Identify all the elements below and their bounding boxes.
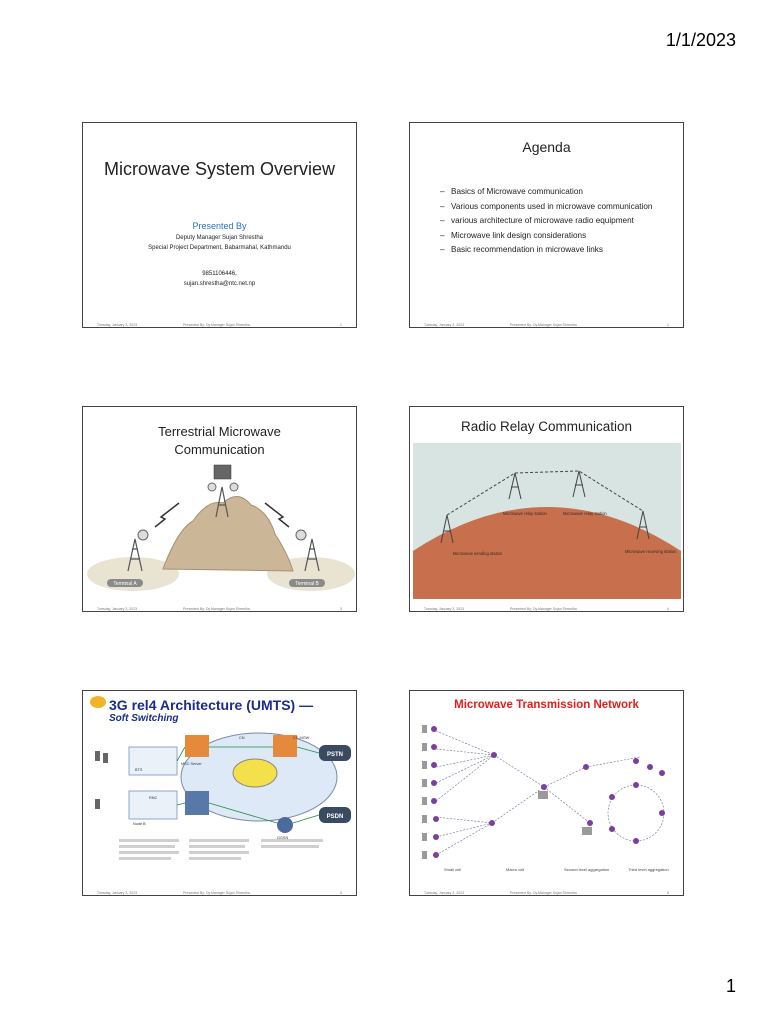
presenter-phone: 9851106446, (202, 271, 237, 277)
footer-presenter: Presented By: Dy.Manager Sujan Shrestha (510, 323, 577, 327)
list-item: Basic recommendation in microwave links (440, 245, 669, 256)
relay-station-label: Microwave relay station (563, 511, 607, 516)
slide-3-terrestrial: Terrestrial Microwave Communication Term… (82, 406, 357, 612)
slide-number: 2 (667, 323, 669, 327)
tier-label: Macro cell (506, 867, 524, 872)
psdn-label: PSDN (327, 814, 344, 820)
slide-title: Microwave System Overview (103, 159, 336, 179)
tier-label: Second level aggregation (564, 867, 609, 872)
terminal-a-label: Terminal A (113, 581, 137, 587)
sending-station-label: Microwave sending station (453, 551, 503, 556)
slide-subtitle: Soft Switching (109, 713, 179, 724)
page-number: 1 (725, 976, 736, 996)
footer-presenter: Presented By: Dy.Manager Sujan Shrestha (510, 891, 577, 895)
slide-5-umts: 3G rel4 Architecture (UMTS) — Soft Switc… (82, 690, 357, 896)
msc-server-label: MSC Server (181, 762, 202, 766)
radio-relay-illustration: Microwave sending station Microwave rela… (413, 443, 681, 599)
list-item: Microwave link design considerations (440, 231, 669, 242)
tier-label: Third level aggregation (628, 867, 669, 872)
slide-title: Radio Relay Communication (460, 419, 633, 434)
slide-2-agenda: Agenda Basics of Microwave communication… (409, 122, 684, 328)
slide-number: 5 (340, 891, 342, 895)
presented-by-label: Presented By (192, 221, 247, 231)
slide-number: 1 (340, 323, 342, 327)
node-b-label: Node B (133, 822, 146, 826)
slide-title: Agenda (522, 139, 571, 155)
footer-date: Tuesday, January 3, 2023 (424, 607, 465, 611)
relay-station-label: Microwave relay station (503, 511, 547, 516)
footer-presenter: Presented By: Dy.Manager Sujan Shrestha (510, 607, 577, 611)
receiving-station-label: Microwave receiving station (625, 549, 677, 554)
umts-logo-icon (90, 696, 106, 708)
slide-number: 6 (667, 891, 669, 895)
list-item: various architecture of microwave radio … (440, 216, 669, 227)
bts-label: BTS (135, 768, 143, 772)
pstn-label: PSTN (327, 752, 343, 758)
footer-date: Tuesday, January 3, 2023 (424, 323, 465, 327)
ggsn-label: GGSN (277, 836, 288, 840)
page-header-date: 1/1/2023 (665, 30, 736, 50)
title-line-1: Terrestrial Microwave (158, 424, 281, 439)
list-item: Basics of Microwave communication (440, 187, 669, 198)
footer-presenter: Presented By: Dy.Manager Sujan Shrestha (183, 891, 250, 895)
presenter-department: Special Project Department, Babarmahal, … (148, 245, 291, 251)
terrestrial-microwave-illustration: Terminal A Terminal B (87, 464, 355, 591)
presenter-name: Deputy Manager Sujan Shrestha (175, 235, 264, 241)
terminal-b-label: Terminal B (295, 581, 319, 587)
title-line-2: Communication (174, 442, 265, 457)
footer-presenter: Presented By: Dy.Manager Sujan Shrestha (183, 323, 250, 327)
tier-label: Small cell (444, 867, 461, 872)
slide-number: 4 (667, 607, 669, 611)
presenter-email: sujan.shrestha@ntc.net.np (183, 281, 256, 287)
slide-1-title: Microwave System Overview Presented By D… (82, 122, 357, 328)
umts-architecture-diagram: PSTN PSDN BTS RNC MSC Server CN CS-MGW N… (95, 732, 351, 860)
footer-date: Tuesday, January 3, 2023 (97, 607, 138, 611)
cn-label: CN (239, 736, 245, 740)
slide-title: Microwave Transmission Network (454, 699, 639, 711)
slide-number: 3 (340, 607, 342, 611)
slide-title: Terrestrial Microwave Communication (83, 423, 356, 459)
slide-6-transmission-network: Microwave Transmission Network Small cel… (409, 690, 684, 896)
footer-date: Tuesday, January 3, 2023 (97, 891, 138, 895)
cs-mgw-label: CS-MGW (293, 736, 310, 740)
slide-4-radio-relay: Radio Relay Communication Microwave send… (409, 406, 684, 612)
transmission-network-diagram: Small cell Macro cell Second level aggre… (422, 725, 669, 872)
rnc-label: RNC (149, 796, 157, 800)
slide-title: 3G rel4 Architecture (UMTS) — (109, 697, 314, 713)
list-item: Various components used in microwave com… (440, 202, 669, 213)
footer-presenter: Presented By: Dy.Manager Sujan Shrestha (183, 607, 250, 611)
agenda-list: Basics of Microwave communication Variou… (440, 187, 669, 260)
footer-date: Tuesday, January 3, 2023 (97, 323, 138, 327)
footer-date: Tuesday, January 3, 2023 (424, 891, 465, 895)
